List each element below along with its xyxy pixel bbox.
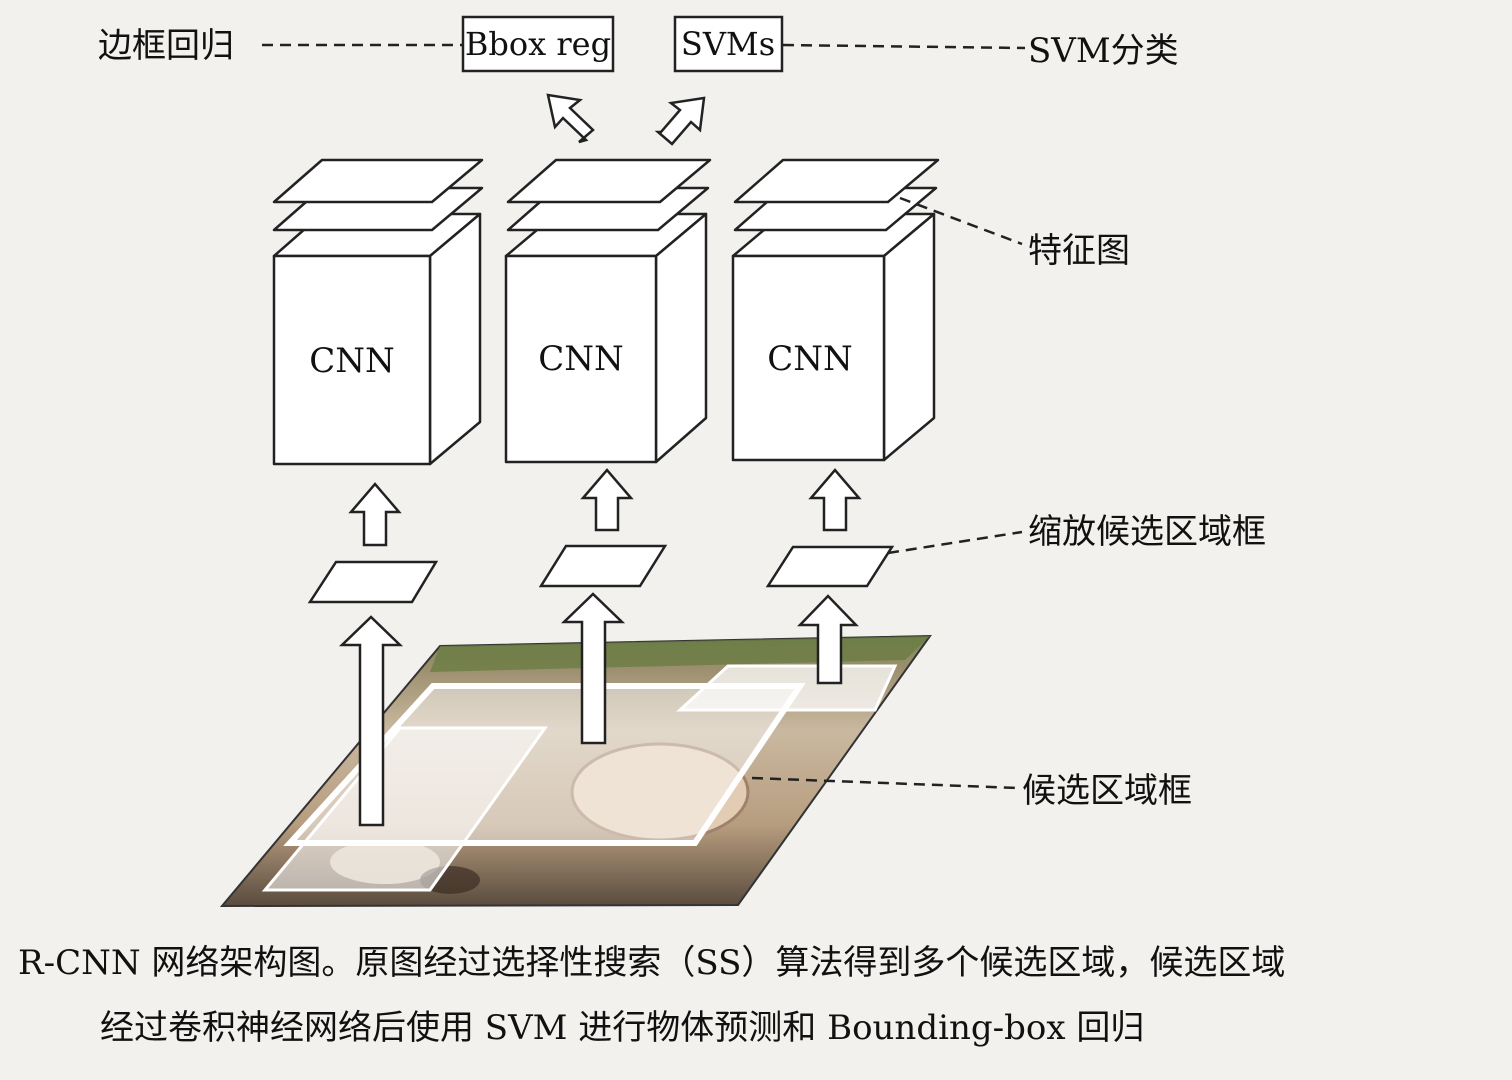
up-arrow [348,482,402,547]
up-arrow [797,594,859,685]
svms-label: SVMs [681,25,775,63]
bbox-regression-label: 边框回归 [98,26,234,66]
cnn-block-1 [272,158,484,466]
arrows-proposal-to-cnn [348,468,862,547]
up-arrow [580,468,634,532]
cnn-block-3 [731,158,940,462]
bbox-reg-box [461,15,615,73]
caption-line-1: R-CNN 网络架构图。原图经过选择性搜索（SS）算法得到多个候选区域，候选区域 [18,943,1286,983]
bbox-reg-label: Bbox reg [465,25,611,63]
proposal-box-left [261,726,548,892]
up-arrow [560,592,626,745]
cnn-label: CNN [538,339,624,379]
proposal-boxes [261,664,898,892]
cnn-label: CNN [767,339,853,379]
arrows-image-to-proposal [338,592,859,827]
cnn-block-2 [504,158,712,464]
scaled-proposal [538,544,668,588]
svm-classification-label: SVM分类 [1028,31,1179,71]
up-arrow [338,615,404,827]
caption-line-2: 经过卷积神经网络后使用 SVM 进行物体预测和 Bounding-box 回归 [100,1008,1145,1048]
rcnn-diagram: CNN CNN CNN Bbox reg SVMs 边框回归 SVM分类 特征图… [98,15,1266,908]
leader-lines [262,43,1026,790]
scaled-proposal [765,545,895,588]
feature-map-label: 特征图 [1028,231,1130,271]
arrow-to-bbox-reg [546,93,595,144]
scaled-proposal [307,560,439,604]
arrow-to-svms [654,96,706,146]
cnn-label: CNN [309,341,395,381]
proposal-label: 候选区域框 [1022,771,1192,811]
scaled-proposal-label: 缩放候选区域框 [1028,512,1266,552]
svms-box [673,15,784,73]
scaled-proposals [307,544,895,604]
up-arrow [808,468,862,532]
